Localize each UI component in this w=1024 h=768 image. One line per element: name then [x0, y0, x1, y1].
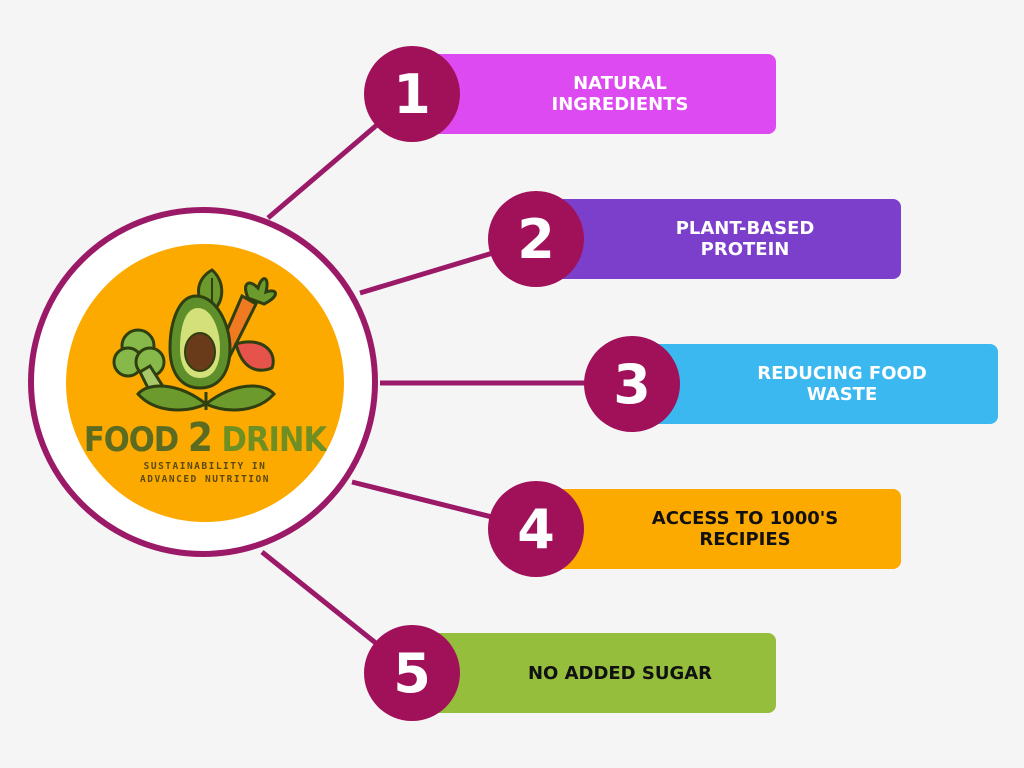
tagline-line-2: ADVANCED NUTRITION: [140, 474, 270, 485]
number-circle-2: 2: [488, 191, 584, 287]
vegetables-icon: [112, 268, 277, 412]
number-circle-4: 4: [488, 481, 584, 577]
item-pill-2: PLANT-BASED PROTEIN: [545, 199, 901, 279]
item-pill-5: NO ADDED SUGAR: [420, 633, 776, 713]
number-circle-1: 1: [364, 46, 460, 142]
brand-number: 2: [187, 415, 213, 461]
brand-word-drink: DRINK: [221, 420, 328, 460]
item-label-2: PLANT-BASED PROTEIN: [675, 218, 815, 260]
tagline-line-1: SUSTAINABILITY IN: [143, 461, 267, 472]
item-pill-3: REDUCING FOOD WASTE: [642, 344, 998, 424]
brand-name: FOOD 2 DRINK: [66, 418, 344, 460]
brand-word-food: FOOD: [83, 420, 179, 460]
item-label-1: NATURAL INGREDIENTS: [551, 73, 689, 115]
item-label-3: REDUCING FOOD WASTE: [757, 363, 927, 405]
item-pill-4: ACCESS TO 1000'S RECIPIES: [545, 489, 901, 569]
item-label-4: ACCESS TO 1000'S RECIPIES: [651, 508, 839, 550]
item-label-5: NO ADDED SUGAR: [527, 662, 713, 684]
item-pill-1: NATURAL INGREDIENTS: [420, 54, 776, 134]
food2drink-logo: FOOD 2 DRINK SUSTAINABILITY IN ADVANCED …: [66, 244, 344, 522]
number-circle-3: 3: [584, 336, 680, 432]
number-circle-5: 5: [364, 625, 460, 721]
